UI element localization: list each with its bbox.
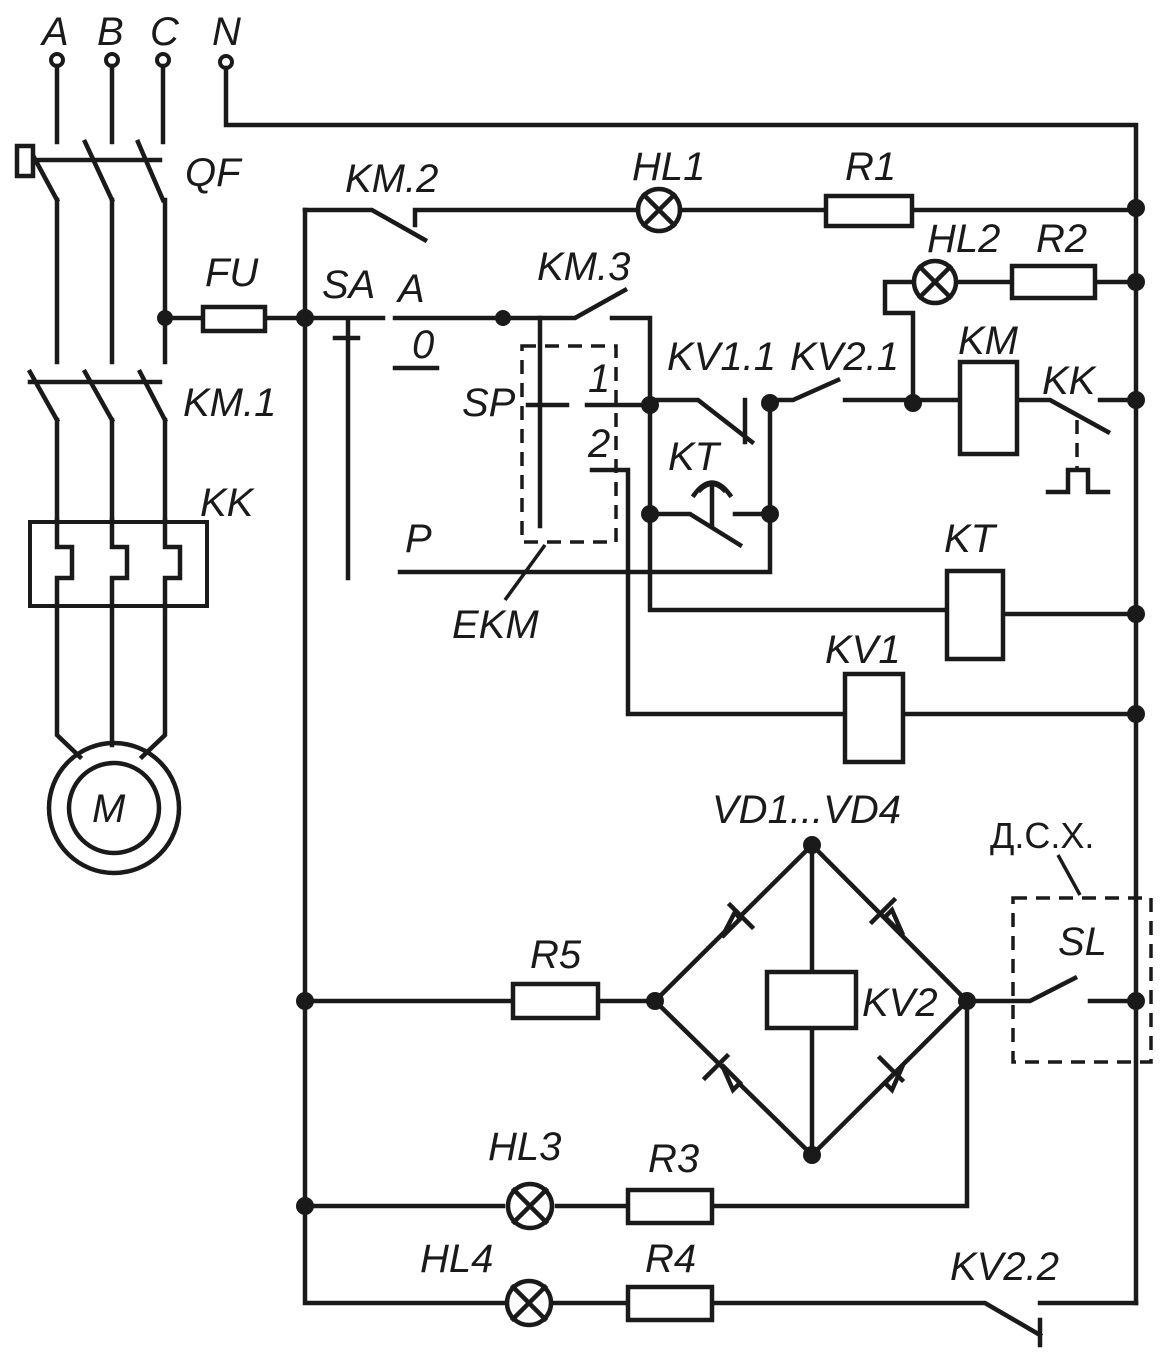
label-kk-relay: KK — [200, 481, 256, 525]
label-r2: R2 — [1036, 217, 1087, 261]
sp-pressure-switch — [503, 315, 1139, 765]
label-sa-pos-a: A — [396, 267, 425, 311]
rectifier-bridge — [302, 836, 1153, 1328]
label-ekm: EKM — [452, 603, 539, 647]
label-kv22: KV2.2 — [950, 1245, 1059, 1289]
diode-vd3-icon — [701, 1052, 744, 1094]
hl4-lamp-icon — [504, 1278, 554, 1328]
labels: A B C N QF FU KM.1 KK M KM.2 HL1 R1 SA A… — [40, 10, 1107, 1289]
label-kt-coil: KT — [944, 517, 998, 561]
r5-resistor — [510, 981, 601, 1021]
label-r3: R3 — [648, 1137, 699, 1181]
label-qf: QF — [185, 151, 243, 195]
hl2-lamp-icon — [911, 258, 959, 306]
dsx-dashed-box — [1011, 896, 1153, 1064]
r2-resistor — [1009, 263, 1098, 301]
label-sp: SP — [462, 381, 516, 425]
label-dsx: Д.С.Х. — [990, 815, 1094, 856]
label-sp-pos-2: 2 — [587, 422, 610, 466]
label-r5: R5 — [530, 933, 582, 977]
r3-resistor — [625, 1187, 715, 1226]
label-km2: KM.2 — [345, 157, 438, 201]
r4-resistor — [625, 1284, 715, 1323]
label-sa-pos-0: 0 — [412, 323, 434, 367]
label-phase-c: C — [150, 10, 180, 54]
label-neutral: N — [212, 10, 241, 54]
kk-heater-elements — [54, 517, 183, 609]
km1-contacts — [26, 368, 169, 424]
kv1-coil — [842, 671, 906, 765]
label-phase-a: A — [40, 10, 69, 54]
label-hl2: HL2 — [927, 217, 1000, 261]
label-kk-contact: KK — [1042, 359, 1098, 403]
qf-latch-icon — [14, 143, 36, 179]
label-hl4: HL4 — [420, 1237, 493, 1281]
label-kv21: KV2.1 — [790, 335, 899, 379]
label-sp-pos-1: 1 — [588, 357, 610, 401]
label-kv2-coil: KV2 — [862, 981, 938, 1025]
kt-timer-icon — [690, 480, 734, 528]
label-r1: R1 — [845, 145, 896, 189]
label-sa: SA — [322, 263, 375, 307]
label-fu: FU — [205, 251, 259, 295]
diode-vd4-icon — [876, 1054, 906, 1094]
km-branch — [500, 258, 1139, 662]
label-sl: SL — [1058, 920, 1107, 964]
kv2-coil — [764, 969, 859, 1031]
diode-vd2-icon — [868, 896, 906, 937]
label-hl3: HL3 — [488, 1125, 561, 1169]
label-km1: KM.1 — [183, 381, 276, 425]
label-km3: KM.3 — [537, 245, 630, 289]
label-phase-b: B — [97, 10, 124, 54]
kt-coil — [944, 568, 1006, 662]
kk-thermal-icon — [1045, 467, 1111, 495]
label-kv11: KV1.1 — [667, 335, 776, 379]
ekm-leader — [503, 543, 547, 602]
diode-vd1-icon — [720, 901, 756, 939]
ekm-dashed-box — [520, 344, 618, 544]
label-hl1: HL1 — [632, 145, 705, 189]
hl1-branch — [302, 186, 1139, 244]
label-motor: M — [92, 787, 126, 831]
neutral-rail — [223, 65, 1145, 1306]
hl3-lamp-icon — [505, 1181, 555, 1231]
r1-resistor — [823, 193, 915, 229]
label-kt-contact: KT — [668, 435, 722, 479]
label-kv1-coil: KV1 — [825, 628, 901, 672]
label-km-coil: KM — [958, 319, 1019, 363]
motor-icon — [46, 740, 182, 876]
kk-thermal-relay-box — [28, 520, 209, 608]
label-sa-pos-p: P — [405, 517, 432, 561]
fu-fuse — [200, 304, 268, 334]
qf-contacts — [26, 139, 166, 204]
label-r4: R4 — [645, 1237, 696, 1281]
power-circuit — [14, 52, 308, 876]
dsx-leader — [1056, 854, 1082, 896]
hl1-lamp-icon — [635, 186, 683, 234]
label-bridge: VD1...VD4 — [712, 788, 901, 832]
km-coil — [957, 359, 1020, 457]
